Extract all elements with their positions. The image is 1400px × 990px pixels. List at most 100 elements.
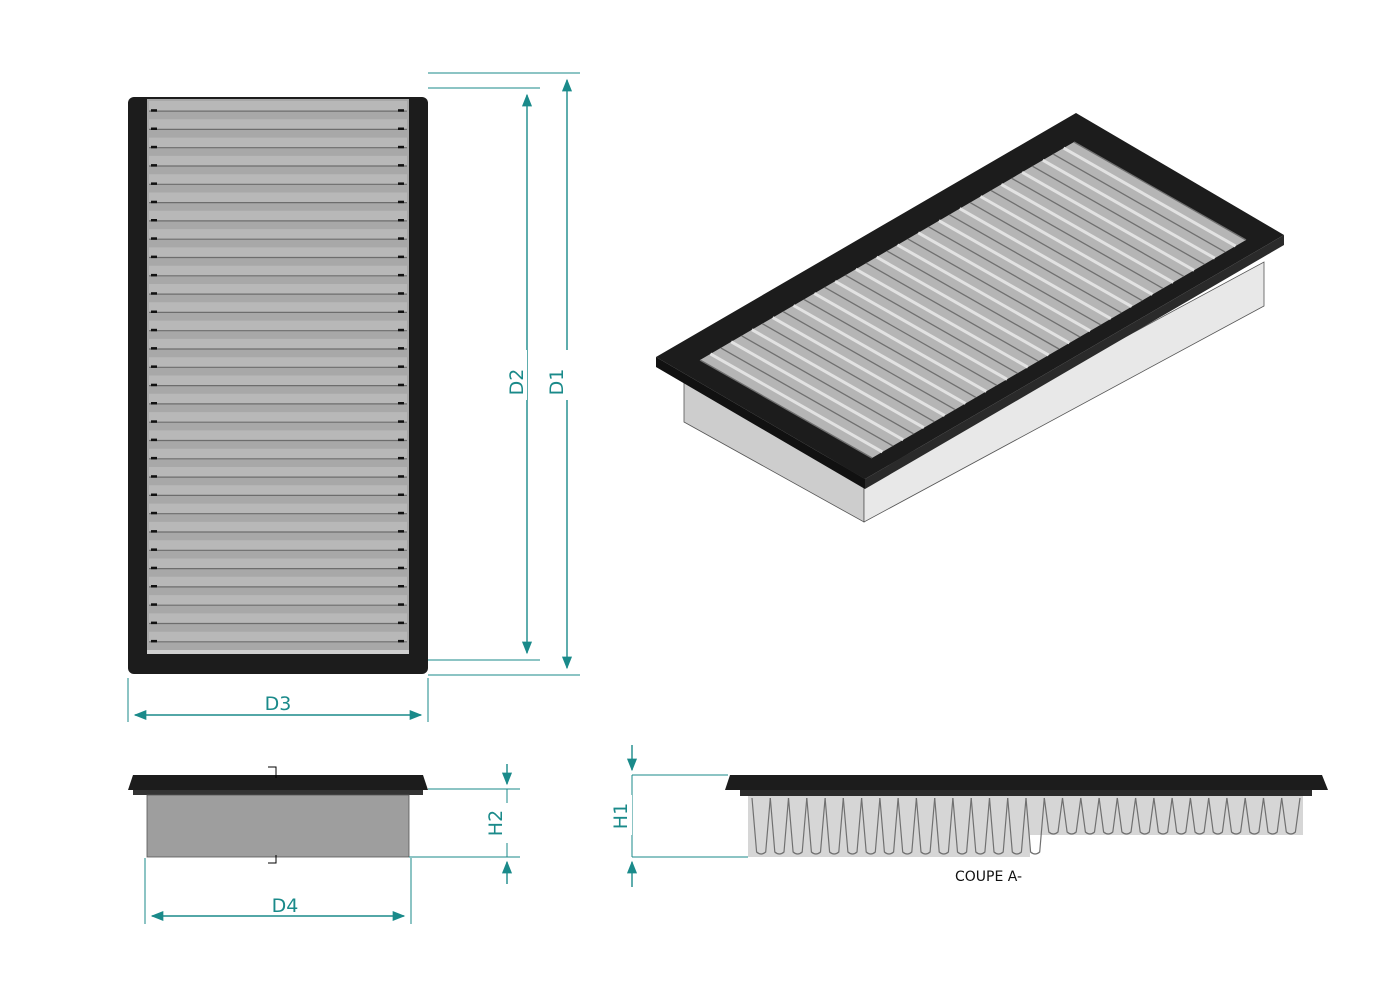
pleat (149, 247, 407, 258)
section-pleat (1061, 797, 1082, 835)
front-view-body (146, 794, 410, 858)
isometric-pleats (699, 141, 1247, 459)
pleat-line (875, 255, 1050, 357)
pleat-clip (398, 621, 404, 625)
pleat-clip (398, 164, 404, 167)
pleat-line (896, 243, 1071, 345)
section-pleat (970, 797, 991, 855)
section-pleat (1135, 797, 1155, 835)
pleat-clip (151, 585, 157, 588)
pleat-line (803, 298, 977, 398)
pleat-clip (398, 530, 404, 533)
pleat-line (1062, 146, 1237, 248)
pleat-clip (151, 511, 157, 515)
pleat (149, 155, 407, 166)
pleat-line (865, 262, 1039, 362)
pleat-clip (151, 383, 157, 387)
pleat-clip (151, 566, 157, 570)
pleat-line (907, 238, 1081, 338)
pleat-clip (151, 493, 157, 496)
dimension-d3: D3 (127, 678, 429, 722)
pleat (149, 503, 407, 514)
pleat-line (928, 226, 1101, 326)
section-pleat (1007, 797, 1027, 855)
pleat-clip (398, 402, 404, 405)
pleat-clip (398, 548, 404, 551)
pleat-line (886, 250, 1060, 350)
pleat-clip (398, 127, 404, 130)
pleat-line (782, 311, 956, 411)
pleat-line (813, 292, 988, 393)
section-pleat (934, 797, 954, 855)
section-pleat (915, 797, 936, 855)
pleat-line (699, 359, 873, 459)
section-pleat (1043, 797, 1064, 835)
pleat (149, 302, 407, 313)
pleat-line (720, 347, 894, 447)
pleat-clip (151, 292, 157, 295)
pleat-clip (151, 603, 157, 606)
section-view-pleats (751, 797, 1301, 855)
pleat-clip (151, 475, 157, 478)
pleat-clip (151, 530, 157, 533)
pleat-clip (398, 566, 404, 570)
section-pleat (879, 797, 899, 855)
pleat-line (1073, 141, 1247, 241)
pleat (149, 393, 407, 404)
top-view-pleats (149, 101, 407, 643)
pleat (149, 357, 407, 368)
pleat-clip (398, 420, 404, 423)
section-pleat (1116, 797, 1137, 835)
pleat-line (741, 335, 914, 435)
isometric-view (656, 113, 1284, 523)
section-pleat (787, 797, 808, 855)
pleat-line (958, 207, 1133, 308)
section-pleat (1262, 797, 1283, 835)
pleat-clip (398, 511, 404, 515)
pleat-clip (151, 402, 157, 405)
pleat (149, 467, 407, 478)
front-view-flange (128, 775, 428, 790)
pleat-line (1042, 158, 1216, 260)
pleat-clip (151, 420, 157, 423)
pleat-clip (151, 219, 157, 222)
pleat-line (761, 323, 935, 423)
dimension-h1: H1 (608, 745, 748, 887)
pleat-clip (151, 438, 157, 442)
pleat-clip (398, 292, 404, 295)
section-pleat (1098, 797, 1118, 835)
pleat (149, 448, 407, 459)
pleat-line (824, 286, 998, 386)
pleat (149, 229, 407, 240)
front-view (128, 766, 428, 864)
pleat-line (834, 279, 1008, 381)
pleat-line (751, 328, 925, 430)
pleat-line (1032, 165, 1205, 265)
pleat (149, 558, 407, 569)
pleat-line (917, 231, 1091, 333)
pleat-clip (398, 585, 404, 588)
pleat-clip (151, 127, 157, 130)
pleat-clip (151, 310, 157, 313)
pleat-clip (398, 255, 404, 259)
pleat-clip (151, 347, 157, 350)
top-view (128, 97, 428, 674)
pleat-clip (398, 493, 404, 496)
pleat (149, 338, 407, 349)
pleat-line (969, 202, 1143, 302)
pleat-line (855, 267, 1029, 369)
h2-label: H2 (485, 810, 507, 836)
pleat-clip (151, 109, 157, 112)
pleat-clip (151, 182, 157, 185)
pleat-clip (151, 639, 157, 643)
pleat-clip (151, 255, 157, 259)
pleat (149, 521, 407, 532)
section-view-frame (725, 775, 1328, 790)
section-pleat (1153, 797, 1173, 835)
pleat-clip (151, 164, 157, 167)
pleat-line (1011, 177, 1185, 277)
pleat (149, 540, 407, 551)
pleat-clip (398, 273, 404, 277)
d1-label: D1 (546, 369, 568, 396)
pleat-line (792, 304, 967, 405)
